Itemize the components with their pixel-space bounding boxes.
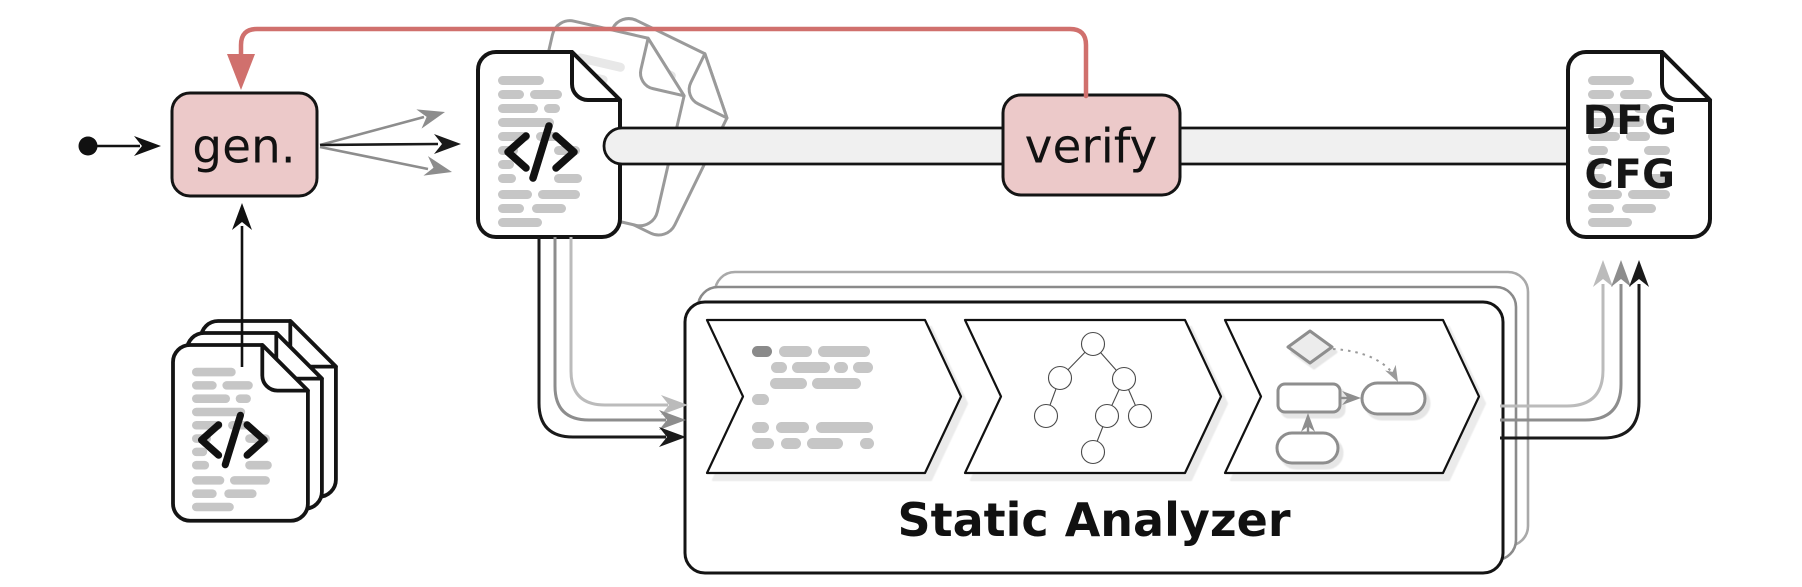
stage-ast-tree bbox=[963, 318, 1223, 475]
analyzer-label: Static Analyzer bbox=[898, 493, 1291, 547]
ast-tree-icon bbox=[1033, 331, 1153, 465]
output-document-icon: DFG CFG bbox=[1566, 50, 1712, 239]
generator-label: gen. bbox=[192, 120, 295, 175]
gen-fanout-arrows bbox=[319, 102, 461, 182]
stage-source-code bbox=[705, 318, 963, 475]
generator-node: gen. bbox=[170, 91, 319, 198]
start-node-icon bbox=[78, 136, 161, 156]
candidate-code-file-icon bbox=[476, 50, 622, 239]
input-code-stack-icon bbox=[171, 319, 338, 523]
corpus-to-gen-arrow bbox=[232, 203, 252, 367]
code-to-analyzer-arrows bbox=[537, 237, 688, 447]
verifier-node: verify bbox=[1001, 93, 1182, 197]
stage-control-flow-graph bbox=[1223, 318, 1481, 475]
output-doc-line2: CFG bbox=[1584, 152, 1675, 198]
feedback-arrow bbox=[227, 26, 1089, 99]
static-analyzer-box: Static Analyzer bbox=[683, 270, 1530, 575]
analyzer-to-output-arrows bbox=[1500, 260, 1649, 440]
control-flow-graph-icon bbox=[1275, 329, 1427, 465]
source-code-lines-icon bbox=[752, 346, 874, 449]
verifier-label: verify bbox=[1025, 120, 1158, 175]
output-doc-line1: DFG bbox=[1583, 98, 1678, 144]
